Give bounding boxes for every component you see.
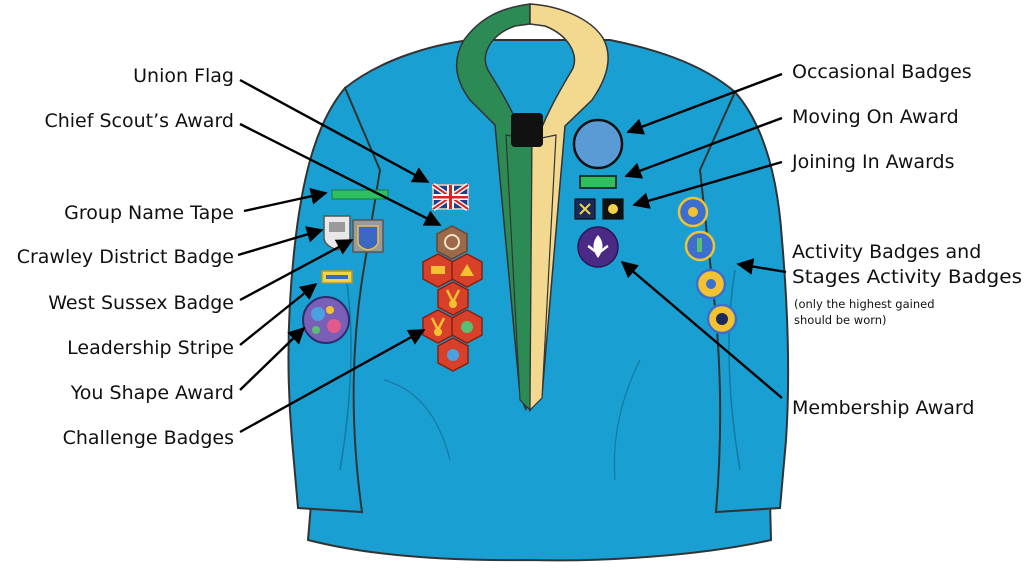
challenge-badge: [422, 309, 454, 344]
membership-award-badge: [577, 226, 619, 268]
arrow-you-shape-award: [239, 326, 306, 391]
moving-on-award-badge: [579, 175, 617, 189]
arrow-group-name-tape: [243, 188, 328, 213]
arrow-membership-award: [620, 260, 783, 399]
labels-right: Occasional Badges Moving On Award Joinin…: [791, 61, 1022, 419]
union-flag-badge: [431, 182, 470, 212]
challenge-badge: [437, 281, 469, 316]
label-leadership-stripe: Leadership Stripe: [67, 337, 234, 359]
label-moving-on-award: Moving On Award: [792, 106, 959, 128]
label-activity-badges-line2: Stages Activity Badges: [792, 266, 1022, 288]
label-crawley-district-badge: Crawley District Badge: [17, 246, 234, 268]
arrow-union-flag: [239, 78, 430, 184]
activity-badges: [677, 196, 738, 335]
chief-scouts-award-badge: [436, 225, 468, 260]
label-group-name-tape: Group Name Tape: [64, 202, 234, 224]
group-name-tape-badge: [331, 189, 389, 200]
pointer-arrows: [237, 72, 787, 434]
west-sussex-badge-icon: [352, 219, 384, 253]
label-challenge-badges: Challenge Badges: [63, 427, 234, 449]
arrow-activity-badges: [736, 258, 787, 275]
woggle: [511, 113, 543, 147]
challenge-badge: [422, 253, 454, 288]
label-you-shape-award: You Shape Award: [70, 382, 234, 404]
right-sleeve: [698, 90, 790, 514]
label-activity-badges-line1: Activity Badges and: [792, 241, 981, 263]
label-activity-note-line1: (only the highest gained: [794, 297, 935, 311]
arrow-joining-in-awards: [632, 160, 783, 209]
label-activity-note-line2: should be worn): [794, 313, 887, 327]
joining-in-awards: [574, 198, 624, 220]
arrow-leadership-stripe: [239, 282, 318, 346]
crawley-district-badge-icon: [323, 215, 351, 251]
labels-left: Union Flag Chief Scout’s Award Group Nam…: [17, 65, 234, 449]
arrow-crawley-district-badge: [237, 226, 324, 257]
arrow-west-sussex-badge: [239, 238, 354, 302]
you-shape-award-icon: [302, 296, 350, 344]
arrow-occasional-badges: [626, 72, 783, 135]
label-west-sussex-badge: West Sussex Badge: [48, 292, 234, 314]
label-occasional-badges: Occasional Badges: [792, 61, 972, 83]
arrow-moving-on-award: [624, 116, 783, 179]
arrow-chief-scouts-award: [239, 122, 442, 227]
occasional-badge: [572, 118, 624, 170]
label-joining-in-awards: Joining In Awards: [791, 151, 955, 173]
challenge-badge: [451, 253, 483, 288]
scout-necker: [455, 3, 609, 413]
label-chief-scouts-award: Chief Scout’s Award: [44, 110, 234, 132]
label-union-flag: Union Flag: [133, 65, 234, 87]
challenge-badges: [422, 253, 483, 372]
label-membership-award: Membership Award: [792, 397, 974, 419]
challenge-badge: [451, 309, 483, 344]
arrow-challenge-badges: [239, 328, 426, 434]
challenge-badge: [437, 337, 469, 372]
